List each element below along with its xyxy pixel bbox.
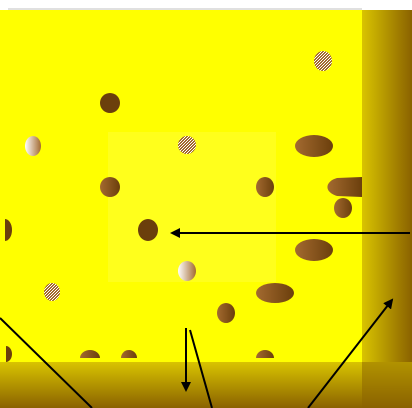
cheese-hole — [334, 198, 352, 218]
cheese-hole — [25, 136, 41, 156]
cheese-hole — [44, 283, 60, 301]
cheese-hole — [138, 219, 158, 241]
cheese-hole — [178, 136, 196, 154]
cheese-hole — [100, 93, 120, 113]
cheese-hole — [217, 303, 235, 323]
cheese-hole — [327, 177, 362, 197]
cheese-hole — [314, 51, 332, 71]
cheese-hole — [178, 261, 196, 281]
cheese-highlight — [108, 132, 276, 282]
cheese-right-edge — [362, 10, 412, 408]
cheese-corner — [362, 362, 412, 408]
cheese-hole — [256, 177, 274, 197]
cheese-hole — [295, 135, 333, 157]
cheese-hole — [100, 177, 120, 197]
cheese-hole — [295, 239, 333, 261]
cheese-hole — [256, 283, 294, 303]
